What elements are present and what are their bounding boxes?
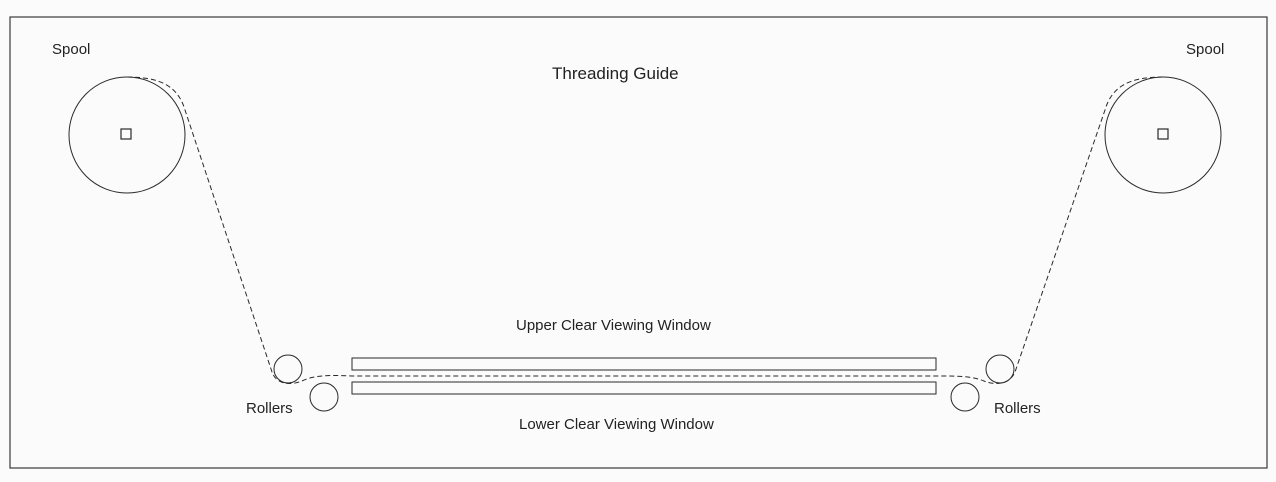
right-lower-roller xyxy=(950,382,980,412)
diagram-frame xyxy=(9,16,1268,469)
left-spool-label: Spool xyxy=(52,41,91,58)
upper-window-label: Upper Clear Viewing Window xyxy=(516,317,711,334)
upper-viewing-window xyxy=(351,357,937,371)
lower-viewing-window xyxy=(351,381,937,395)
right-spool-label: Spool xyxy=(1186,41,1225,58)
left-lower-roller xyxy=(309,382,339,412)
left-spool-hub xyxy=(120,128,132,140)
right-spool-hub xyxy=(1157,128,1169,140)
left-rollers-label: Rollers xyxy=(246,400,293,417)
film-threading-path xyxy=(126,76,1164,385)
right-rollers-label: Rollers xyxy=(994,400,1041,417)
diagram-title: Threading Guide xyxy=(552,64,679,83)
lower-window-label: Lower Clear Viewing Window xyxy=(519,416,714,433)
